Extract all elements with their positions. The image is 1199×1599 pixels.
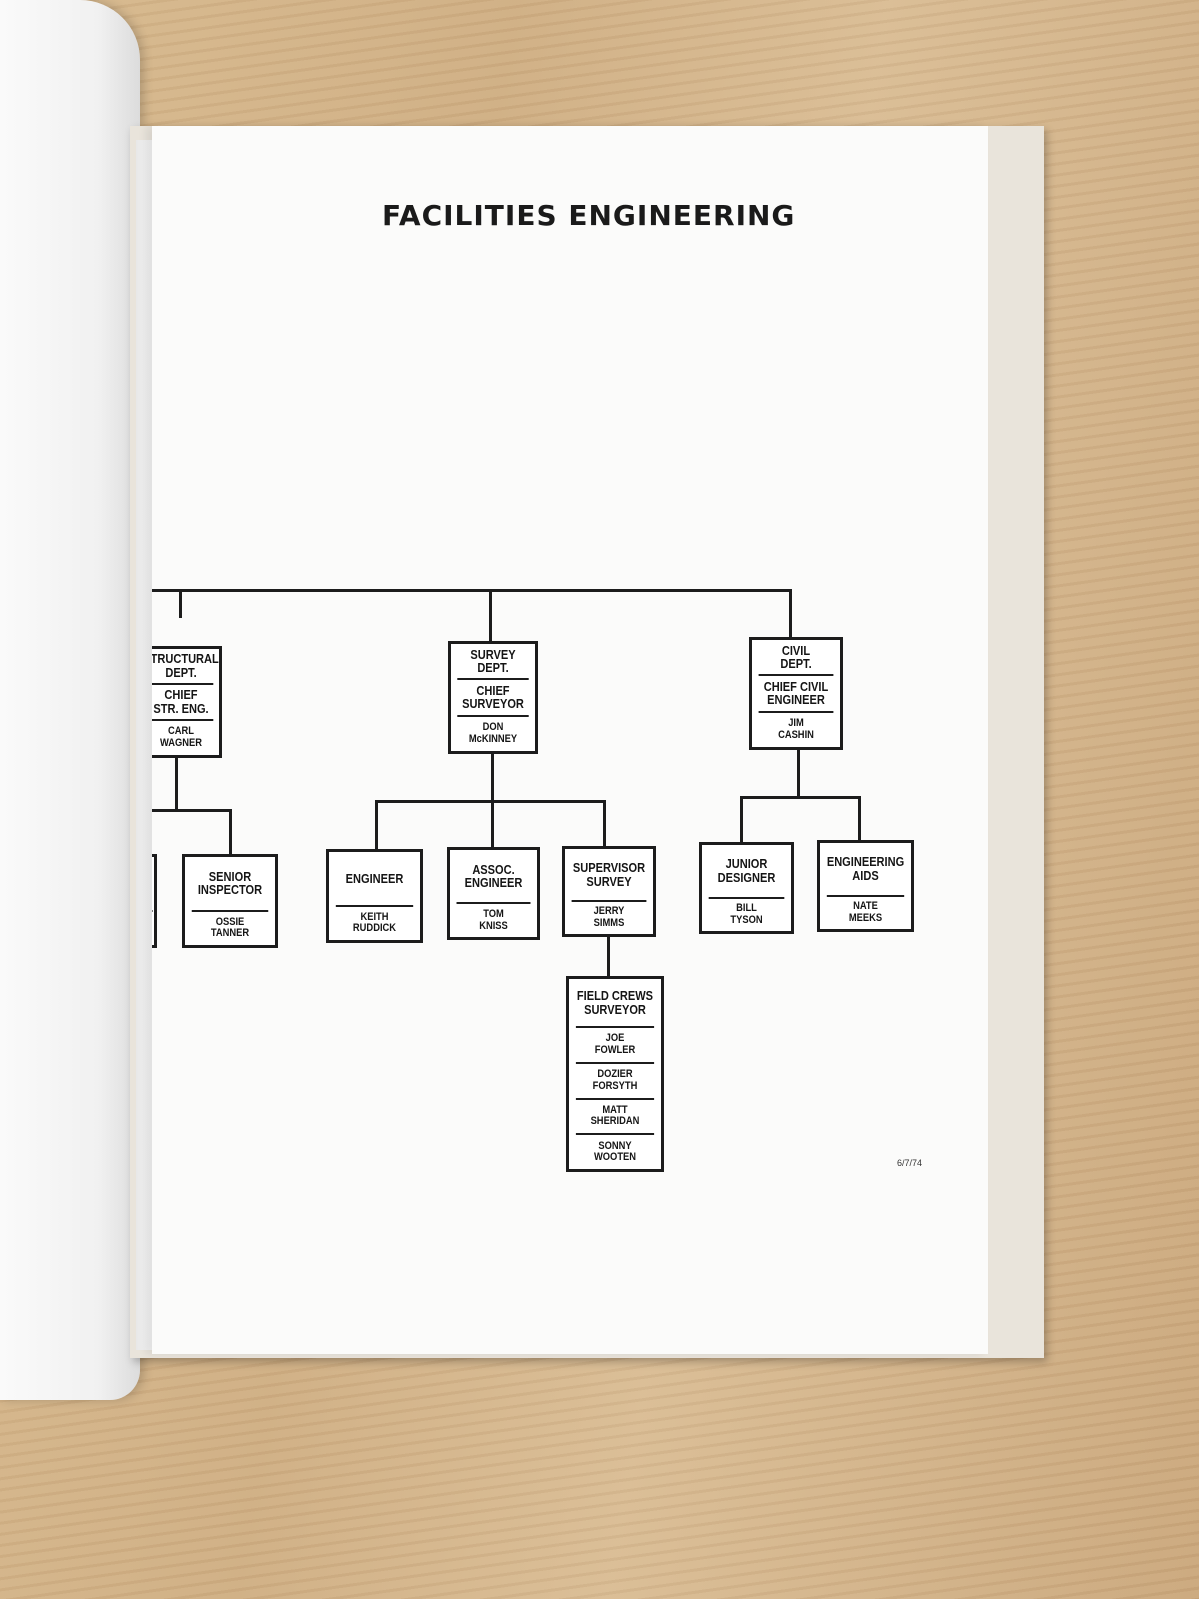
connector-structural-down — [175, 756, 178, 811]
structural-dept-label: STRUCTURAL DEPT. — [152, 651, 219, 680]
field-crew-member: SONNY WOOTEN — [575, 1133, 655, 1169]
structural-dept-name: CARL WAGNER — [152, 719, 214, 755]
engineer-box: ENGINEER KEITH RUDDICK — [326, 849, 423, 943]
engineer-role: ENGINEER — [345, 870, 404, 886]
civil-dept-box: CIVIL DEPT. CHIEF CIVIL ENGINEER JIM CAS… — [749, 637, 843, 750]
civil-dept-name: JIM CASHIN — [758, 710, 834, 747]
survey-dept-role: CHIEF SURVEYOR — [457, 678, 529, 714]
assoc-engineer-name: TOM KNISS — [456, 902, 531, 937]
junior-designer-role: JUNIOR DESIGNER — [717, 856, 776, 885]
survey-dept-box: SURVEY DEPT. CHIEF SURVEYOR DON McKINNEY — [448, 641, 538, 754]
senior-inspector-name: OSSIE TANNER — [191, 909, 269, 945]
structural-dept-role: CHIEF STR. ENG. — [152, 683, 214, 719]
connector-supervisor-drop — [603, 800, 606, 850]
engineering-aids-role: ENGINEERING AIDS — [826, 854, 905, 883]
cutoff-staff-box: NG R — [152, 854, 157, 948]
connector-top-bar — [152, 589, 792, 592]
supervisor-survey-name: JERRY SIMMS — [571, 900, 647, 934]
connector-aids-drop — [858, 796, 861, 842]
connector-survey-drop — [489, 590, 492, 642]
cutoff-staff-name — [152, 909, 153, 945]
engineering-aids-box: ENGINEERING AIDS NATE MEEKS — [817, 840, 914, 932]
supervisor-survey-box: SUPERVISOR SURVEY JERRY SIMMS — [562, 846, 656, 937]
field-crews-box: FIELD CREWS SURVEYOR JOE FOWLER DOZIER F… — [566, 976, 664, 1172]
left-page-edge — [0, 0, 140, 1400]
connector-inspector-drop — [229, 809, 232, 855]
survey-dept-name: DON McKINNEY — [457, 714, 529, 751]
junior-designer-name: BILL TYSON — [708, 896, 785, 931]
supervisor-survey-role: SUPERVISOR SURVEY — [572, 859, 646, 889]
connector-civil-bar — [740, 796, 861, 799]
engineering-aids-name: NATE MEEKS — [826, 894, 905, 929]
field-crew-member: MATT SHERIDAN — [575, 1097, 655, 1134]
senior-inspector-box: SENIOR INSPECTOR OSSIE TANNER — [182, 854, 278, 948]
assoc-engineer-box: ASSOC. ENGINEER TOM KNISS — [447, 847, 540, 940]
engineer-name: KEITH RUDDICK — [335, 904, 414, 940]
connector-fieldcrews-drop — [607, 934, 610, 978]
connector-structural-bar — [152, 809, 232, 812]
civil-dept-label: CIVIL DEPT. — [780, 642, 812, 672]
connector-structural-drop — [179, 590, 182, 618]
connector-assoc-drop — [491, 800, 494, 850]
connector-engineer-drop — [375, 800, 378, 850]
connector-survey-bar — [375, 800, 606, 803]
senior-inspector-role: SENIOR INSPECTOR — [197, 868, 263, 898]
field-crew-member: JOE FOWLER — [575, 1026, 655, 1062]
document-page: FACILITIES ENGINEERING STRUCTURAL DEPT. … — [152, 126, 988, 1354]
civil-dept-role: CHIEF CIVIL ENGINEER — [758, 674, 834, 710]
connector-junior-drop — [740, 796, 743, 842]
field-crew-member: DOZIER FORSYTH — [575, 1061, 655, 1098]
connector-civil-down — [797, 748, 800, 798]
junior-designer-box: JUNIOR DESIGNER BILL TYSON — [699, 842, 794, 934]
print-date: 6/7/74 — [897, 1158, 923, 1168]
connector-civil-drop — [789, 590, 792, 638]
cutoff-staff-role: NG R — [152, 857, 153, 910]
page-title: FACILITIES ENGINEERING — [382, 199, 796, 232]
structural-dept-box: STRUCTURAL DEPT. CHIEF STR. ENG. CARL WA… — [152, 646, 222, 758]
connector-survey-down — [491, 752, 494, 802]
field-crews-role: FIELD CREWS SURVEYOR — [576, 987, 654, 1017]
assoc-engineer-role: ASSOC. ENGINEER — [464, 861, 523, 891]
survey-dept-label: SURVEY DEPT. — [470, 646, 516, 676]
